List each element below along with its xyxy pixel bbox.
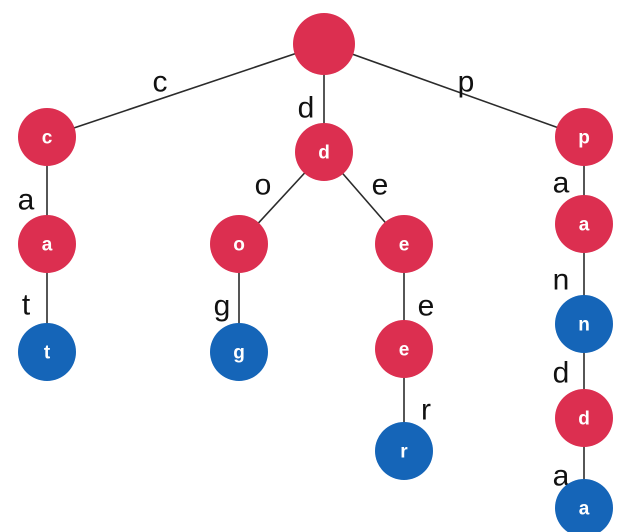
trie-node-ca: a: [18, 215, 76, 273]
node-circle-ca: [18, 215, 76, 273]
trie-node-panda: a: [555, 479, 613, 532]
node-label-pa: a: [579, 215, 590, 236]
edge-root-c: [46, 43, 325, 138]
node-circle-pan: [555, 295, 613, 353]
node-circle-root: [293, 13, 355, 75]
node-circle-deer: [375, 422, 433, 480]
trie-node-pan: n: [555, 295, 613, 353]
edge-label-de-dee: e: [418, 290, 435, 323]
node-circle-do: [210, 215, 268, 273]
node-circle-d: [295, 123, 353, 181]
trie-node-d: d: [295, 123, 353, 181]
node-label-pand: d: [578, 409, 590, 430]
node-label-do: o: [233, 235, 245, 256]
node-label-dee: e: [399, 340, 410, 361]
node-label-d: d: [318, 143, 330, 164]
edge-label-root-c: c: [153, 66, 168, 99]
edge-label-d-do: o: [255, 169, 272, 202]
trie-node-dee: e: [375, 320, 433, 378]
edge-label-root-p: p: [458, 66, 475, 99]
edge-label-root-d: d: [298, 92, 315, 125]
node-label-de: e: [399, 235, 410, 256]
edge-label-p-pa: a: [553, 167, 570, 200]
trie-node-deer: r: [375, 422, 433, 480]
node-circle-c: [18, 108, 76, 166]
node-label-pan: n: [578, 315, 590, 336]
trie-node-dog: g: [210, 323, 268, 381]
edge-root-p: [323, 43, 585, 138]
node-label-p: p: [578, 128, 590, 149]
node-circle-dee: [375, 320, 433, 378]
node-label-dog: g: [233, 343, 245, 364]
edge-label-do-dog: g: [214, 290, 231, 323]
edge-label-pand-panda: a: [553, 460, 570, 493]
node-label-panda: a: [579, 499, 590, 520]
node-label-c: c: [42, 128, 53, 149]
edge-label-pa-pan: n: [553, 264, 570, 297]
node-circle-dog: [210, 323, 268, 381]
edges-layer: [46, 43, 585, 508]
node-label-ca: a: [42, 235, 53, 256]
trie-node-do: o: [210, 215, 268, 273]
edge-label-dee-deer: r: [421, 394, 431, 427]
trie-node-c: c: [18, 108, 76, 166]
edge-label-c-ca: a: [18, 184, 35, 217]
node-circle-cat: [18, 323, 76, 381]
edge-label-pan-pand: d: [553, 357, 570, 390]
trie-node-root: [293, 13, 355, 75]
node-label-cat: t: [44, 343, 51, 364]
trie-node-de: e: [375, 215, 433, 273]
edge-label-d-de: e: [372, 169, 389, 202]
trie-node-p: p: [555, 108, 613, 166]
trie-node-pa: a: [555, 195, 613, 253]
node-label-deer: r: [400, 442, 408, 463]
node-circle-p: [555, 108, 613, 166]
trie-node-cat: t: [18, 323, 76, 381]
trie-node-pand: d: [555, 389, 613, 447]
node-circle-de: [375, 215, 433, 273]
node-circle-pand: [555, 389, 613, 447]
edge-label-ca-cat: t: [22, 289, 31, 322]
node-circle-pa: [555, 195, 613, 253]
node-circle-panda: [555, 479, 613, 532]
